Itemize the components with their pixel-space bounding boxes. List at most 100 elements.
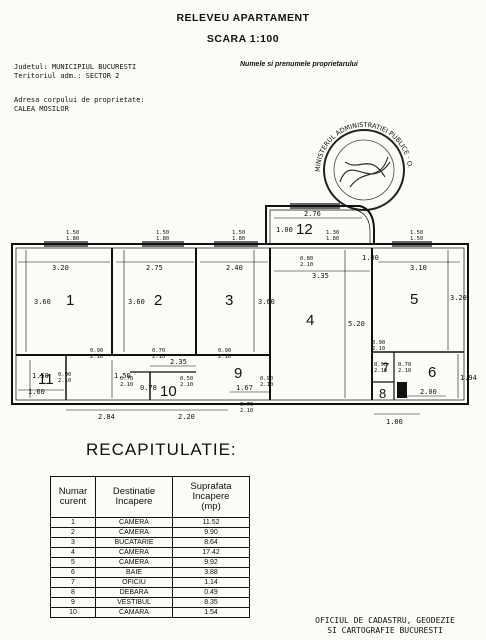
floor-plan: 1 2 3 4 5 6 7 8 9 10 11 12 3.20 2.75 2.4… [11, 203, 477, 426]
dim-room4-depth: 5.20 [348, 320, 365, 328]
recap-cell-area: 1.14 [172, 577, 250, 588]
recap-cell-number: 8 [50, 587, 96, 598]
recap-cell-destination: BUCATARIE [95, 537, 173, 548]
dim-room10-width: 2.20 [178, 413, 195, 421]
recap-cell-area: 17.42 [172, 547, 250, 558]
scale-label: SCARA 1:100 [206, 33, 280, 45]
dim-room1-depth: 3.60 [34, 298, 51, 306]
dim-room3-width: 2.40 [226, 264, 243, 272]
dim-room5-offset: 1.00 [362, 254, 379, 262]
dim-hall-depth: 1.50 [114, 372, 131, 380]
dim-room6-depth: 1.94 [460, 374, 477, 382]
dim-room3-depth: 3.60 [258, 298, 275, 306]
dim-room4-width: 3.35 [312, 272, 329, 280]
recap-table: Numar curent Destinatie Incapere Suprafa… [50, 476, 250, 618]
dim-vestibul-width: 2.35 [170, 358, 187, 366]
recap-cell-area: 11.52 [172, 517, 250, 528]
recap-cell-area: 0.49 [172, 587, 250, 598]
recap-cell-destination: CAMERA [95, 517, 173, 528]
dim-room10-depth: 0.78 [140, 384, 157, 392]
room-label-7: 7 [382, 360, 389, 375]
room-label-10: 10 [160, 383, 177, 400]
page-title: RELEVEU APARTAMENT [176, 12, 310, 24]
room-label-12: 12 [296, 221, 313, 238]
county-label: Judetul: MUNICIPIUL BUCURESTI [14, 63, 137, 71]
recap-cell-destination: DEBARA [95, 587, 173, 598]
footer-line-1: OFICIUL DE CADASTRU, GEODEZIE [315, 616, 455, 625]
recap-title: RECAPITULATIE: [86, 440, 237, 459]
recap-cell-area: 1.54 [172, 607, 250, 618]
room-label-2: 2 [154, 292, 162, 309]
footer-line-2: SI CARTOGRAFIE BUCURESTI [327, 626, 443, 635]
recap-cell-destination: OFICIU [95, 577, 173, 588]
dim-room2-depth: 3.60 [128, 298, 145, 306]
dim-room1-width: 3.20 [52, 264, 69, 272]
recap-header-destination: Destinatie Incapere [95, 476, 173, 518]
territory-label: Teritoriul adm.: SECTOR 2 [14, 72, 120, 80]
owner-label: Numele si prenumele proprietarului [240, 61, 358, 68]
recap-cell-number: 5 [50, 557, 96, 568]
recap-cell-destination: CAMERA [95, 527, 173, 538]
address-label: Adresa corpului de proprietate: [14, 96, 145, 104]
recap-cell-destination: VESTIBUL [95, 597, 173, 608]
recap-cell-number: 2 [50, 527, 96, 538]
recap-cell-number: 1 [50, 517, 96, 528]
dim-room11-width: 1.60 [28, 388, 45, 396]
dim-room2-width: 2.75 [146, 264, 163, 272]
address-value: CALEA MOSILOR [14, 105, 69, 113]
recap-header-number: Numar curent [50, 476, 96, 518]
dim-balcony-depth: 1.00 [276, 226, 293, 234]
recap-cell-area: 8.64 [172, 537, 250, 548]
room-label-4: 4 [306, 312, 314, 329]
room-label-3: 3 [225, 292, 233, 309]
room-label-11: 11 [38, 371, 54, 388]
room-label-6: 6 [428, 364, 436, 381]
dim-room11-depth: 1.50 [32, 372, 49, 380]
room-label-1: 1 [66, 292, 74, 309]
recap-cell-number: 9 [50, 597, 96, 608]
recap-cell-destination: CAMARA [95, 607, 173, 618]
recap-header-area: Suprafata Incapere (mp) [172, 476, 250, 518]
recap-cell-area: 9.92 [172, 557, 250, 568]
recap-cell-area: 3.88 [172, 567, 250, 578]
dim-room8-width: 1.00 [386, 418, 403, 426]
recap-cell-destination: BAIE [95, 567, 173, 578]
dim-hall-width: 2.84 [98, 413, 115, 421]
recap-cell-number: 4 [50, 547, 96, 558]
room-label-8: 8 [379, 386, 386, 401]
dim-room5-depth: 3.20 [450, 294, 467, 302]
room-label-5: 5 [410, 291, 418, 308]
office-footer: OFICIUL DE CADASTRU, GEODEZIE SI CARTOGR… [280, 616, 486, 636]
dim-vestibul-step: 1.67 [236, 384, 253, 392]
recap-cell-number: 7 [50, 577, 96, 588]
recap-cell-area: 8.35 [172, 597, 250, 608]
official-stamp: MINISTERUL ADMINISTRATIEI PUBLICE · O.C.… [300, 112, 424, 216]
dim-balcony-width: 2.76 [304, 210, 321, 218]
recap-cell-area: 9.90 [172, 527, 250, 538]
dim-room6-width: 2.00 [420, 388, 437, 396]
room-label-9: 9 [234, 365, 242, 382]
